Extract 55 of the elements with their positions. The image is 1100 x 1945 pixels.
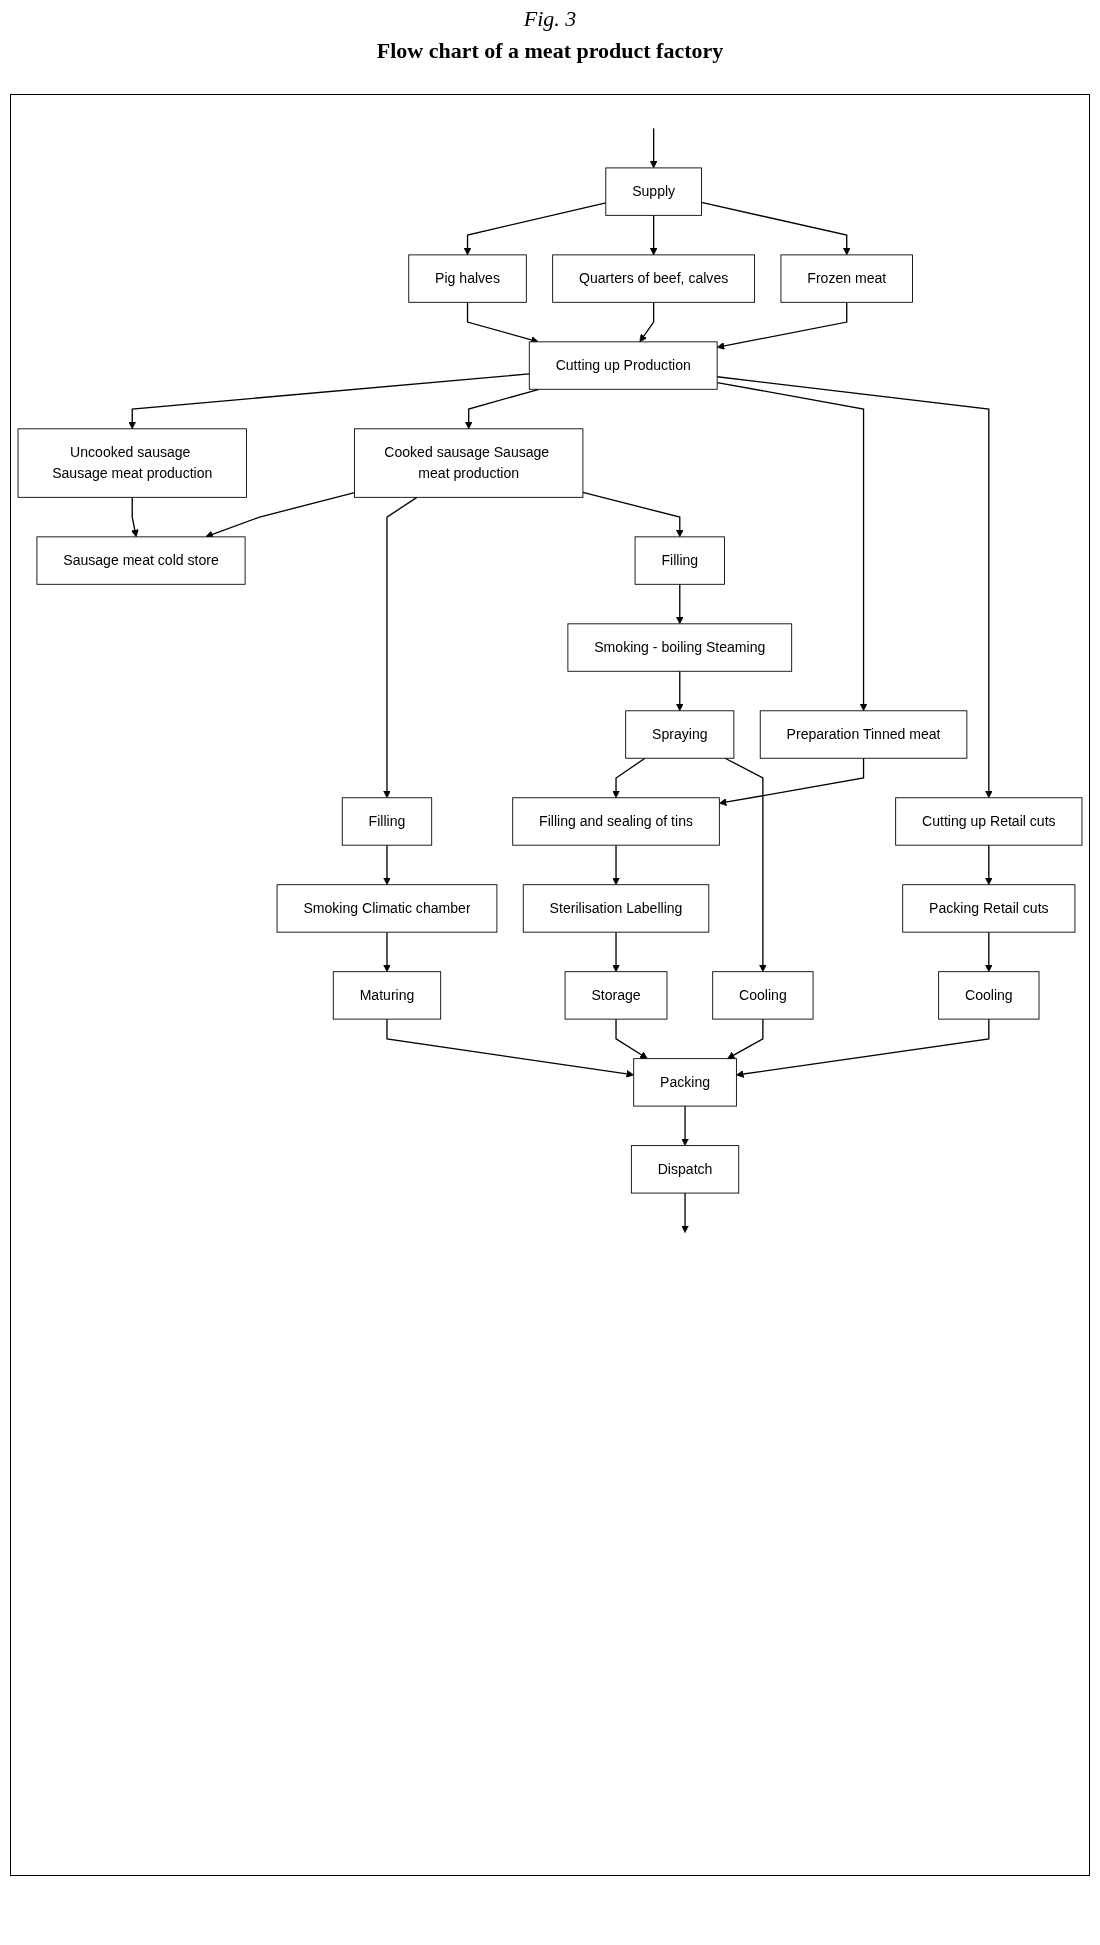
diagram-title: Flow chart of a meat product factory — [376, 38, 724, 64]
arrow — [716, 376, 993, 799]
node-box: Filling — [341, 797, 433, 846]
arrow — [727, 1018, 764, 1059]
arrow — [612, 757, 646, 799]
arrow — [649, 127, 658, 169]
arrow — [582, 491, 684, 538]
node-box: Storage — [564, 971, 668, 1020]
node-box: Smoking - boiling Steaming — [567, 623, 793, 672]
arrow — [675, 670, 684, 712]
node-box: Maturing — [332, 971, 442, 1020]
node-box: Smoking Climatic chamber — [276, 884, 498, 933]
arrow — [386, 1018, 635, 1078]
node-box: Sausage meat cold store — [36, 536, 246, 585]
arrow — [675, 583, 684, 625]
arrow — [681, 1105, 689, 1146]
arrow — [984, 931, 993, 973]
arrow — [612, 931, 620, 973]
figure-label: Fig. 3 — [523, 6, 577, 32]
arrow — [639, 301, 655, 343]
node-box: Dispatch — [630, 1145, 740, 1194]
node-box: Preparation Tinned meat — [759, 710, 968, 759]
node-box: Filling — [634, 536, 725, 585]
arrow — [131, 496, 139, 538]
arrow — [383, 844, 391, 886]
node-box: Cutting up Production — [528, 341, 718, 390]
arrow — [649, 214, 658, 256]
arrow — [984, 844, 993, 886]
node-box: Pig halves — [408, 254, 527, 303]
node-box: Sterilisation Labelling — [522, 884, 710, 933]
node-box: Packing — [633, 1058, 737, 1107]
node-box: Cutting up Retail cuts — [895, 797, 1083, 846]
arrow — [383, 931, 391, 973]
node-box: Filling and sealing of tins — [512, 797, 720, 846]
arrow — [724, 757, 767, 973]
node-box: Cooling — [938, 971, 1040, 1020]
arrow — [612, 844, 620, 886]
arrow — [463, 202, 607, 256]
arrow — [383, 496, 418, 799]
arrow — [615, 1018, 648, 1059]
node-box: Uncooked sausage Sausage meat production — [17, 428, 247, 498]
arrow — [700, 201, 851, 256]
node-box: Cooked sausage Sausage meat production — [354, 428, 584, 498]
node-box: Quarters of beef, calves — [552, 254, 756, 303]
arrow — [128, 373, 530, 430]
arrow — [736, 1018, 990, 1078]
node-box: Spraying — [625, 710, 735, 759]
arrow — [719, 757, 865, 806]
arrow — [681, 1192, 689, 1233]
arrow — [716, 381, 868, 712]
node-box: Frozen meat — [780, 254, 913, 303]
node-box: Cooling — [712, 971, 814, 1020]
node-box: Packing Retail cuts — [902, 884, 1076, 933]
arrow — [716, 301, 848, 350]
node-box: Supply — [605, 167, 702, 216]
